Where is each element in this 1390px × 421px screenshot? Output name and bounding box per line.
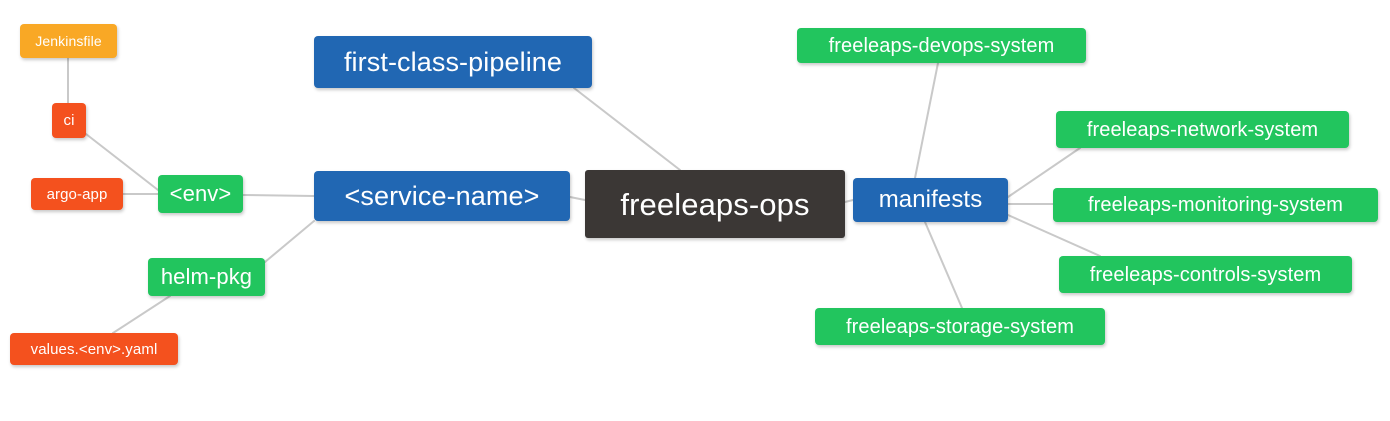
edge-first-class-pipeline-to-freeleaps-ops bbox=[573, 87, 681, 171]
edge-service-name-to-freeleaps-ops bbox=[569, 196, 586, 201]
node-manifests[interactable]: manifests bbox=[853, 178, 1008, 222]
node-argo-app[interactable]: argo-app bbox=[31, 178, 123, 210]
edge-service-name-to-helm-pkg bbox=[264, 220, 315, 263]
node-label: <service-name> bbox=[344, 180, 540, 211]
node-freeleaps-monitoring-system[interactable]: freeleaps-monitoring-system bbox=[1053, 188, 1378, 222]
node-freeleaps-controls-system[interactable]: freeleaps-controls-system bbox=[1059, 256, 1352, 293]
node-helm-pkg[interactable]: helm-pkg bbox=[148, 258, 265, 296]
node-freeleaps-network-system[interactable]: freeleaps-network-system bbox=[1056, 111, 1349, 148]
node-label: ci bbox=[63, 112, 75, 129]
node-label: Jenkinsfile bbox=[35, 33, 102, 49]
node-label: freeleaps-monitoring-system bbox=[1087, 194, 1343, 216]
node-label: <env> bbox=[169, 181, 232, 206]
edge-freeleaps-ops-to-manifests bbox=[844, 199, 854, 203]
node-first-class-pipeline[interactable]: first-class-pipeline bbox=[314, 36, 592, 88]
node-ci[interactable]: ci bbox=[52, 103, 86, 138]
node-freeleaps-storage-system[interactable]: freeleaps-storage-system bbox=[815, 308, 1105, 345]
node-freeleaps-devops-system[interactable]: freeleaps-devops-system bbox=[797, 28, 1086, 63]
node-label: helm-pkg bbox=[160, 264, 253, 289]
edge-helm-pkg-to-values-env-yaml bbox=[112, 295, 171, 334]
node-label: freeleaps-ops bbox=[620, 186, 810, 222]
node-freeleaps-ops[interactable]: freeleaps-ops bbox=[585, 170, 845, 238]
node-values-env-yaml[interactable]: values.<env>.yaml bbox=[10, 333, 178, 365]
node-env[interactable]: <env> bbox=[158, 175, 243, 213]
node-label: freeleaps-devops-system bbox=[828, 34, 1055, 57]
node-label: argo-app bbox=[46, 185, 108, 203]
node-label: first-class-pipeline bbox=[343, 46, 563, 77]
edge-manifests-to-freeleaps-storage-system bbox=[924, 221, 963, 309]
edge-env-to-service-name bbox=[242, 194, 315, 197]
node-label: freeleaps-storage-system bbox=[845, 315, 1075, 338]
node-label: freeleaps-controls-system bbox=[1089, 263, 1322, 286]
node-label: freeleaps-network-system bbox=[1086, 118, 1319, 141]
node-label: values.<env>.yaml bbox=[30, 340, 158, 358]
node-jenkinsfile[interactable]: Jenkinsfile bbox=[20, 24, 117, 58]
node-label: manifests bbox=[878, 186, 983, 213]
edge-manifests-to-freeleaps-devops-system bbox=[914, 62, 939, 179]
node-service-name[interactable]: <service-name> bbox=[314, 171, 570, 221]
